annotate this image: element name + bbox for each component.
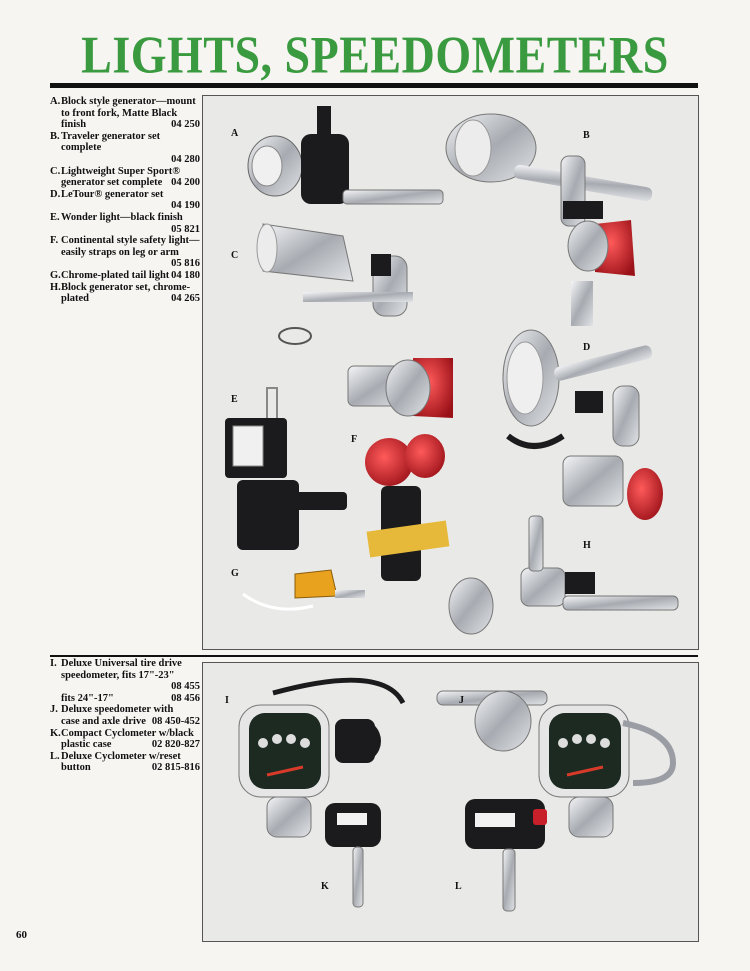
wonder-light-e-icon [225,387,347,550]
catalog-item: D.LeTour® generator set 04 190 [50,189,200,212]
item-code: 05 821 [171,223,200,235]
item-description: to front fork, Matte Black [61,107,178,119]
speedometer-j-icon [436,690,677,838]
item-description: Deluxe speedometer with [61,704,174,716]
catalog-item: fits 24"-17"08 456 [50,693,200,705]
photo-label-d: D [583,342,591,353]
photo-label-i: I [225,695,229,706]
catalog-item: B.Traveler generator set complete 04 280 [50,131,200,166]
item-description: Traveler generator set complete [61,130,161,154]
item-description: speedometer, fits 17"-23" [61,669,175,681]
speedometers-illustration [238,677,677,912]
item-code: 04 250 [171,119,200,131]
item-letter: K. [50,727,61,739]
photo-label-c: C [231,250,239,261]
item-letter: I. [50,658,57,669]
item-description: Wonder light—black finish [61,211,183,223]
item-description: Compact Cyclometer w/black [61,727,194,739]
item-description: Deluxe Cyclometer w/reset [61,750,181,762]
product-photo-speedometers: I J K L [202,662,699,942]
item-letter: E. [50,211,60,223]
tail-light-g-icon [242,569,365,611]
catalog-item: C.Lightweight Super Sport®generator set … [50,166,200,189]
page-title: LIGHTS, SPEEDOMETERS [81,25,669,84]
item-code: 08 456 [171,692,200,704]
top-divider [50,83,698,88]
photo-label-a: A [231,128,239,139]
generator-a-icon [247,106,444,205]
item-code: 05 816 [171,258,200,270]
speedometer-i-icon [238,677,406,838]
page-number: 60 [16,929,27,941]
item-description: Block style generator—mount [61,96,196,107]
item-letter: L. [50,750,60,762]
photo-label-e: E [231,394,238,405]
lights-illustration [225,106,679,635]
middle-divider [50,655,698,657]
item-code: 02 820-827 [151,739,200,751]
item-letter: F. [50,235,59,247]
photo-label-k: K [321,881,329,892]
item-description: LeTour® generator set [61,188,164,200]
item-code: 04 280 [171,153,200,165]
item-code: 04 200 [171,177,200,189]
item-code: 08 450-452 [151,715,200,727]
photo-label-h: H [583,540,591,551]
photo-label-b: B [583,130,590,141]
item-description: fits 24"-17"08 456 [61,692,200,704]
generator-set-h-icon [448,515,679,635]
item-code: 04 265 [171,293,200,305]
photo-label-f: F [351,434,358,445]
cyclometer-k-icon [325,803,381,908]
item-letter: D. [50,188,61,200]
generator-set-b-icon [445,113,653,326]
item-code: 04 190 [171,200,200,212]
item-letter: C. [50,165,61,177]
item-letter: J. [50,704,58,716]
catalog-item: F.Continental style safety light—easily … [50,235,200,270]
item-letter: A. [50,96,61,107]
item-letter: G. [50,269,61,281]
item-code: 02 815-816 [151,762,200,774]
product-photo-lights: A B C D E F G H [202,95,699,650]
item-letter: H. [50,281,61,293]
item-description: Deluxe Universal tire drive [61,658,182,669]
item-description: easily straps on leg or arm [61,246,179,258]
photo-label-l: L [455,881,462,892]
item-description: Continental style safety light— [61,235,200,247]
item-description: Lightweight Super Sport® [61,165,181,177]
generator-set-d-icon [502,329,663,520]
item-description: Block generator set, chrome- [61,281,191,293]
item-code: 08 455 [171,681,200,693]
safety-light-f-icon [365,434,450,581]
photo-label-j: J [459,695,464,706]
item-letter: B. [50,130,60,142]
cyclometer-l-icon [465,799,547,912]
item-code: 04 180 [171,269,200,281]
generator-set-c-icon [256,223,453,418]
photo-label-g: G [231,568,239,579]
